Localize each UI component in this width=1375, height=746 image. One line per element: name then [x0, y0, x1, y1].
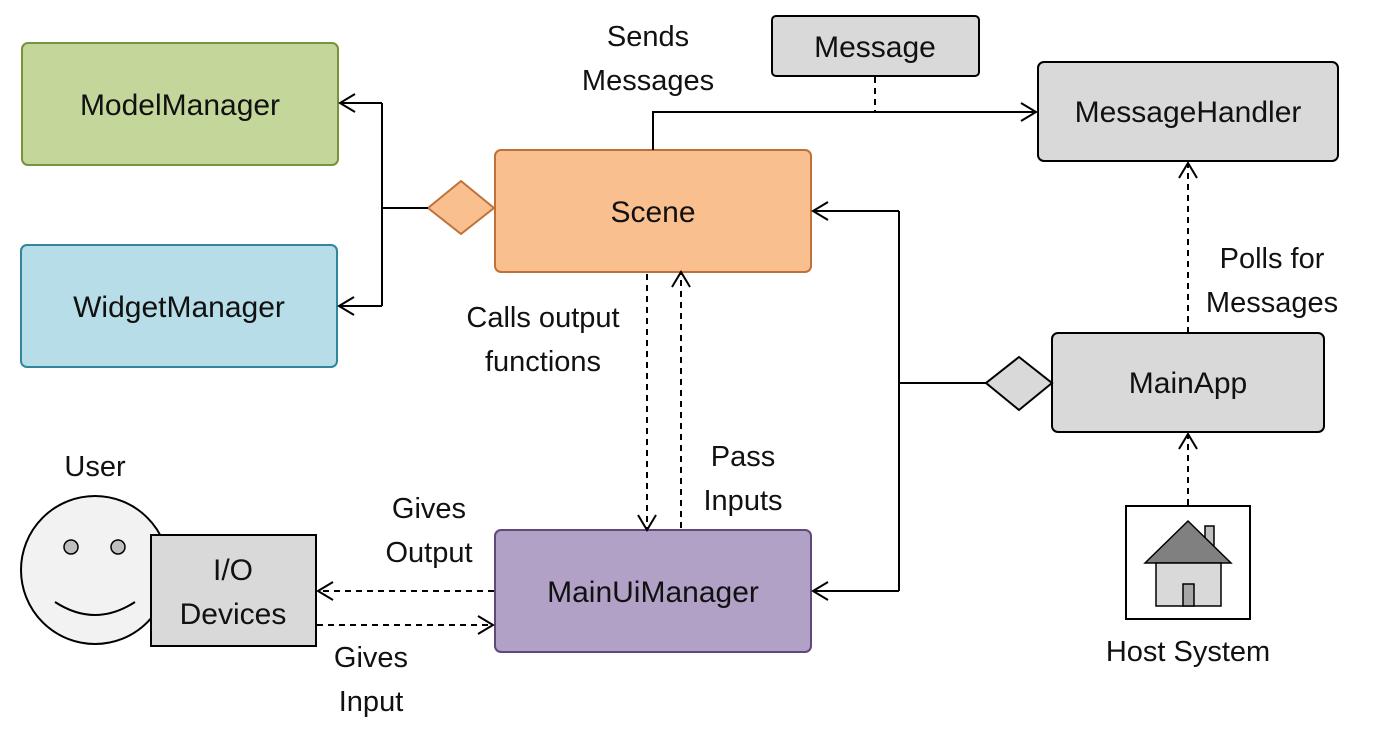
main-app-aggregation-edge [811, 201, 1054, 601]
svg-text:Gives: Gives [392, 493, 466, 525]
io-devices-node[interactable]: I/O Devices [150, 534, 317, 647]
svg-text:Inputs: Inputs [704, 485, 783, 517]
host-system-to-main-app-edge [1178, 432, 1198, 505]
svg-text:Gives: Gives [334, 642, 408, 674]
pass-inputs-label: Pass Inputs [704, 441, 783, 517]
user-actor[interactable]: User [20, 451, 170, 645]
scene-label: Scene [610, 196, 695, 229]
model-manager-node[interactable]: ModelManager [21, 42, 339, 166]
svg-text:Messages: Messages [1206, 287, 1338, 319]
user-label: User [64, 451, 126, 483]
gives-input-label: Gives Input [334, 642, 408, 718]
io-devices-box [150, 534, 317, 647]
widget-manager-label: WidgetManager [73, 291, 285, 324]
scene-aggregation-edge [337, 93, 496, 316]
main-app-to-message-handler-edge [1178, 161, 1198, 333]
scene-to-message-handler-edge [652, 77, 1038, 150]
sends-messages-label: Sends Messages [582, 21, 714, 97]
house-icon [1143, 519, 1233, 607]
io-devices-label-line1: I/O [213, 554, 253, 587]
main-ui-manager-node[interactable]: MainUiManager [494, 529, 812, 653]
main-ui-manager-box [494, 529, 812, 653]
widget-manager-box [20, 244, 338, 368]
svg-text:Polls for: Polls for [1220, 243, 1325, 275]
svg-text:Messages: Messages [582, 65, 714, 97]
svg-text:Calls output: Calls output [466, 302, 619, 334]
svg-text:Input: Input [339, 686, 404, 718]
main-ui-to-io-edge [316, 581, 494, 601]
message-label: Message [814, 31, 936, 64]
host-system-label: Host System [1106, 636, 1270, 668]
main-ui-to-scene-edge [671, 270, 691, 528]
scene-node[interactable]: Scene [494, 149, 812, 273]
io-to-main-ui-edge [317, 615, 495, 635]
model-manager-label: ModelManager [80, 89, 280, 122]
polls-for-messages-label: Polls for Messages [1206, 243, 1338, 319]
host-system-node[interactable]: Host System [1106, 505, 1270, 668]
message-box [771, 15, 980, 77]
main-app-node[interactable]: MainApp [1051, 332, 1325, 433]
message-handler-box [1037, 61, 1339, 162]
main-ui-manager-label: MainUiManager [547, 576, 759, 609]
widget-manager-node[interactable]: WidgetManager [20, 244, 338, 368]
message-handler-node[interactable]: MessageHandler [1037, 61, 1339, 162]
io-devices-label-line2: Devices [180, 598, 287, 631]
message-node[interactable]: Message [771, 15, 980, 77]
svg-text:Pass: Pass [711, 441, 775, 473]
svg-text:Output: Output [385, 537, 472, 569]
svg-text:functions: functions [485, 346, 601, 378]
smiley-face-icon [20, 495, 170, 645]
calls-output-label: Calls output functions [466, 302, 619, 378]
scene-aggregation-diamond [426, 179, 496, 236]
main-app-label: MainApp [1129, 367, 1247, 400]
scene-to-main-ui-edge [637, 274, 657, 532]
gives-output-label: Gives Output [385, 493, 472, 569]
message-handler-label: MessageHandler [1075, 96, 1302, 129]
svg-text:Sends: Sends [607, 21, 689, 53]
main-app-aggregation-diamond [984, 355, 1054, 412]
model-manager-box [21, 42, 339, 166]
